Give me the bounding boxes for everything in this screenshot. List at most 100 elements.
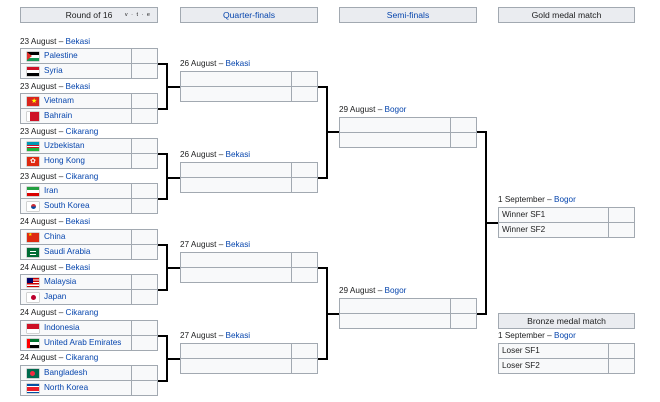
team-name-link[interactable]: Bangladesh [44, 368, 88, 377]
venue-link[interactable]: Cikarang [65, 353, 99, 362]
team-row: Japan [20, 289, 158, 305]
team-name-link[interactable]: Vietnam [44, 96, 74, 105]
vte-links[interactable]: v · t · e [124, 12, 151, 18]
quarter-finals-title[interactable]: Quarter-finals [222, 10, 276, 20]
team-cell: Winner SF2 [498, 222, 609, 238]
score-cell [131, 244, 158, 260]
bracket-connector [477, 313, 487, 315]
team-name-link[interactable]: Hong Kong [44, 156, 85, 165]
team-row: Palestine [20, 48, 158, 64]
bracket-connector [166, 177, 180, 179]
team-cell: ✿ Hong Kong [20, 153, 132, 169]
palestine-flag-icon [27, 52, 39, 61]
team-name-link[interactable]: China [44, 232, 66, 241]
venue-link[interactable]: Bogor [553, 331, 576, 340]
score-cell [291, 358, 318, 374]
bracket-connector [158, 244, 168, 246]
team-row: North Korea [20, 380, 158, 396]
venue-link[interactable]: Cikarang [65, 172, 99, 181]
japan-flag-icon [27, 293, 39, 302]
bracket-connector [166, 153, 168, 200]
bracket-connector [166, 267, 180, 269]
r16-match-date: 23 August – Cikarang [20, 172, 99, 181]
team-row [180, 162, 318, 178]
team-row: Saudi Arabia [20, 244, 158, 260]
team-row: Loser SF1 [498, 343, 635, 359]
team-row [180, 71, 318, 87]
team-cell: Loser SF1 [498, 343, 609, 359]
indonesia-flag-icon [27, 324, 39, 333]
team-cell [180, 252, 292, 268]
team-name-link[interactable]: Japan [44, 292, 67, 301]
r16-match-date: 24 August – Cikarang [20, 308, 99, 317]
round-of-16-title: Round of 16 [65, 10, 113, 20]
venue-link[interactable]: Bekasi [65, 37, 91, 46]
team-name-link[interactable]: Iran [44, 186, 59, 195]
score-cell [131, 183, 158, 199]
team-cell: Bangladesh [20, 365, 132, 381]
team-name-link[interactable]: Saudi Arabia [44, 247, 91, 256]
bracket-connector [477, 131, 487, 133]
uzbekistan-flag-icon [27, 142, 39, 151]
bronze-medal-header: Bronze medal match [498, 313, 635, 329]
venue-link[interactable]: Bekasi [65, 263, 91, 272]
team-name-link[interactable]: Bahrain [44, 111, 73, 120]
team-name-link[interactable]: South Korea [44, 201, 90, 210]
north-korea-flag-icon [27, 384, 39, 393]
score-cell [131, 108, 158, 124]
bracket-connector [158, 380, 168, 382]
team-cell: Palestine [20, 48, 132, 64]
team-cell: Japan [20, 289, 132, 305]
score-cell [291, 162, 318, 178]
team-name-link[interactable]: United Arab Emirates [44, 338, 122, 347]
venue-link[interactable]: Bekasi [225, 150, 251, 159]
quarter-finals-header: Quarter-finals [180, 7, 318, 23]
team-cell: Bahrain [20, 108, 132, 124]
semi-finals-title[interactable]: Semi-finals [386, 10, 430, 20]
team-row: South Korea [20, 198, 158, 214]
venue-link[interactable]: Bekasi [65, 82, 91, 91]
gold-medal-header: Gold medal match [498, 7, 635, 23]
bracket-connector [158, 198, 168, 200]
bracket-connector [318, 267, 328, 269]
team-name-link[interactable]: Indonesia [44, 323, 80, 332]
team-cell [180, 267, 292, 283]
venue-link[interactable]: Bekasi [225, 331, 251, 340]
score-cell [608, 222, 635, 238]
venue-link[interactable]: Bogor [553, 195, 576, 204]
score-cell [131, 320, 158, 336]
team-name-link[interactable]: Malaysia [44, 277, 77, 286]
venue-link[interactable]: Bekasi [225, 59, 251, 68]
venue-link[interactable]: Bogor [384, 286, 407, 295]
score-cell [131, 138, 158, 154]
gold-medal-title: Gold medal match [531, 10, 602, 20]
team-row: Iran [20, 183, 158, 199]
venue-link[interactable]: Cikarang [65, 308, 99, 317]
uae-flag-icon [27, 339, 39, 348]
bracket-connector [158, 335, 168, 337]
bracket-connector [318, 177, 328, 179]
team-name: Loser SF1 [502, 346, 540, 355]
venue-link[interactable]: Bogor [384, 105, 407, 114]
team-cell: United Arab Emirates [20, 335, 132, 351]
team-name-link[interactable]: Syria [44, 66, 63, 75]
team-cell: ★ China [20, 229, 132, 245]
china-flag-icon: ★ [27, 233, 39, 242]
bracket-connector [485, 222, 498, 224]
iran-flag-icon [27, 187, 39, 196]
vietnam-flag-icon: ★ [27, 97, 39, 106]
r16-match-date: 23 August – Bekasi [20, 82, 91, 91]
venue-link[interactable]: Bekasi [225, 240, 251, 249]
team-row: Winner SF1 [498, 207, 635, 223]
team-name-link[interactable]: Uzbekistan [44, 141, 85, 150]
bracket-connector [318, 358, 328, 360]
team-name-link[interactable]: Palestine [44, 51, 78, 60]
team-cell: Winner SF1 [498, 207, 609, 223]
team-name-link[interactable]: North Korea [44, 383, 89, 392]
south-korea-flag-icon [27, 202, 39, 211]
team-row: Uzbekistan [20, 138, 158, 154]
r16-match-date: 24 August – Bekasi [20, 263, 91, 272]
venue-link[interactable]: Cikarang [65, 127, 99, 136]
venue-link[interactable]: Bekasi [65, 217, 91, 226]
semi-finals-header: Semi-finals [339, 7, 477, 23]
